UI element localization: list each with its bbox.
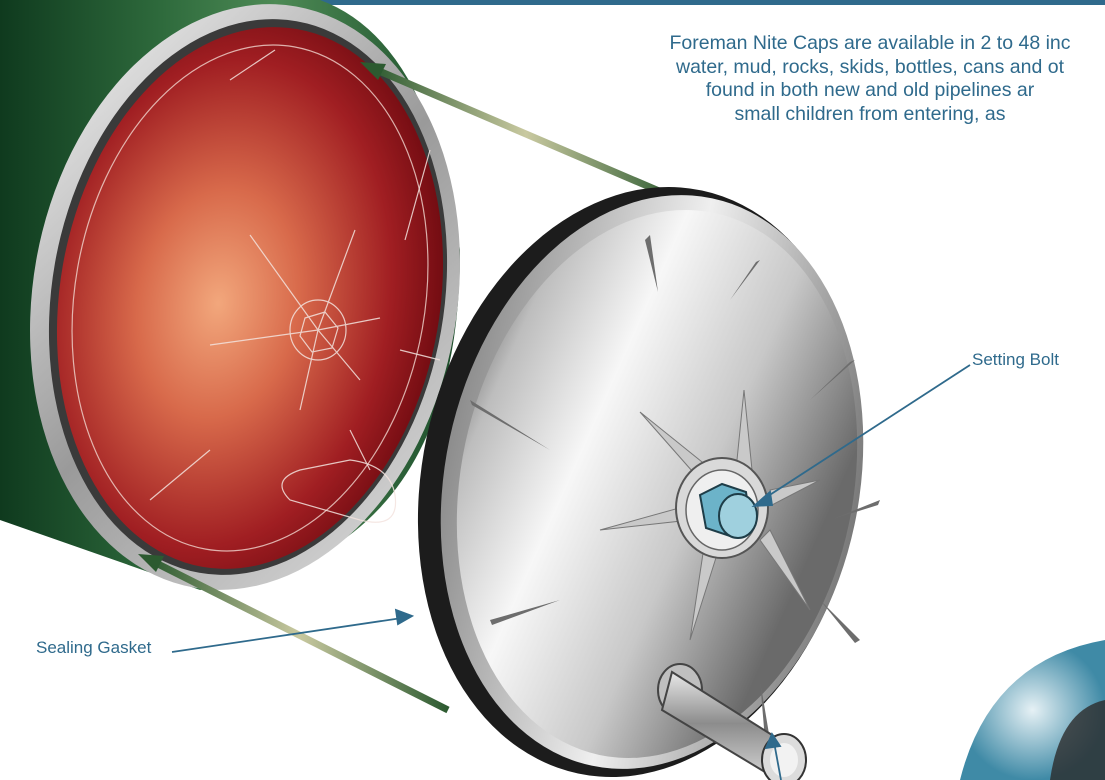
- description-text: Foreman Nite Caps are available in 2 to …: [520, 32, 1105, 126]
- description-line-4: small children from entering, as: [520, 103, 1105, 127]
- description-line-2: water, mud, rocks, skids, bottles, cans …: [520, 56, 1105, 80]
- description-line-1: Foreman Nite Caps are available in 2 to …: [520, 32, 1105, 56]
- setting-bolt-label: Setting Bolt: [972, 350, 1059, 370]
- description-line-3: found in both new and old pipelines ar: [520, 79, 1105, 103]
- sealing-gasket-label: Sealing Gasket: [36, 638, 151, 658]
